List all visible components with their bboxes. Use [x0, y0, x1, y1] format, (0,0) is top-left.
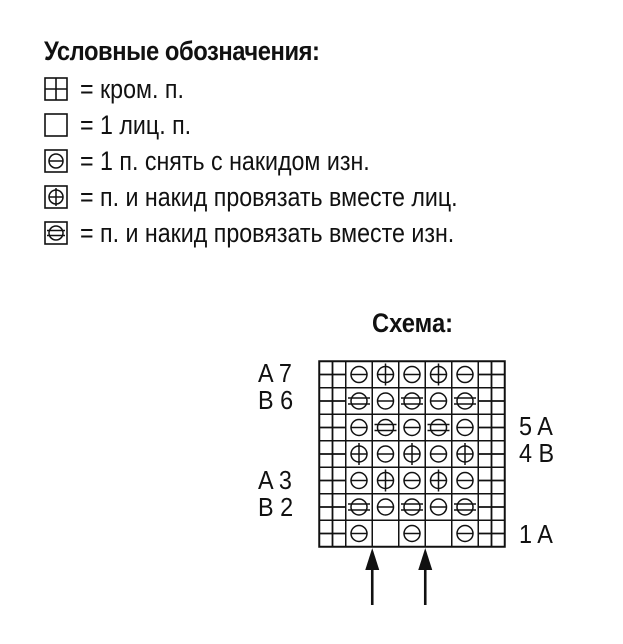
- knit-together-icon: [44, 185, 68, 209]
- grid-cell-edge: [477, 360, 506, 389]
- grid-cell-slip-purl: [451, 466, 479, 495]
- legend-title: Условные обозначения:: [44, 36, 320, 66]
- grid-cell-edge: [318, 493, 347, 521]
- row-label-right: 1 A: [519, 519, 553, 549]
- legend: Условные обозначения: = кром. п. = 1 лиц…: [44, 36, 519, 251]
- grid-cell-slip-purl: [451, 519, 479, 548]
- grid-cell-purl-tog: [451, 493, 479, 521]
- grid-cell-empty: [424, 519, 453, 548]
- edge-stitch-icon: [44, 77, 68, 101]
- legend-item-text: = п. и накид провязать вместе лиц.: [80, 181, 458, 212]
- grid-cell-slip-purl: [398, 466, 426, 495]
- grid-cell-edge: [318, 387, 347, 415]
- grid-cell-knit-tog: [371, 360, 400, 389]
- legend-item-text: = кром. п.: [80, 73, 184, 104]
- grid-cell-edge: [477, 466, 506, 495]
- grid-cell-slip-purl: [345, 466, 373, 495]
- grid-cell-purl-tog: [345, 493, 373, 521]
- grid-cell-edge: [477, 519, 506, 548]
- slip-purl-icon: [44, 149, 68, 173]
- row-label-left: B 6: [258, 385, 294, 415]
- legend-item-text: = 1 п. снять с накидом изн.: [80, 145, 370, 176]
- row-label-left: A 3: [258, 465, 292, 495]
- grid-cell-purl-tog: [398, 493, 426, 521]
- grid-cell-edge: [477, 493, 506, 521]
- grid-cell-slip-purl: [424, 387, 453, 415]
- grid-cell-edge: [477, 387, 506, 415]
- row-label-left: B 2: [258, 492, 294, 522]
- grid-cell-purl-tog: [424, 413, 453, 442]
- grid-cell-knit-tog: [345, 440, 373, 468]
- purl-together-icon: [44, 221, 68, 245]
- legend-item-knit-tog: = п. и накид провязать вместе лиц.: [44, 179, 519, 215]
- grid-cell-edge: [477, 413, 506, 442]
- grid-cell-slip-purl: [424, 493, 453, 521]
- grid-cell-knit-tog: [451, 440, 479, 468]
- grid-cell-edge: [318, 519, 347, 548]
- grid-cell-slip-purl: [398, 413, 426, 442]
- grid-cell-slip-purl: [424, 440, 453, 468]
- row-label-right: 4 B: [519, 438, 555, 468]
- grid-cell-slip-purl: [345, 519, 373, 548]
- legend-item-text: = 1 лиц. п.: [80, 109, 192, 140]
- grid-cell-edge: [318, 413, 347, 442]
- grid-cell-slip-purl: [371, 387, 400, 415]
- grid-cell-slip-purl: [345, 360, 373, 389]
- legend-item-text: = п. и накид провязать вместе изн.: [80, 217, 455, 248]
- repeat-arrow-icon: [365, 548, 380, 605]
- row-label-right: 5 A: [519, 411, 553, 441]
- grid-cell-purl-tog: [371, 413, 400, 442]
- grid-cell-purl-tog: [345, 387, 373, 415]
- grid-cell-slip-purl: [345, 413, 373, 442]
- grid-cell-slip-purl: [371, 493, 400, 521]
- grid-cell-purl-tog: [398, 387, 426, 415]
- grid-cell-slip-purl: [371, 440, 400, 468]
- grid-cell-slip-purl: [451, 413, 479, 442]
- grid-cell-purl-tog: [451, 387, 479, 415]
- repeat-arrows: [365, 548, 433, 605]
- grid-cell-slip-purl: [398, 519, 426, 548]
- grid-cell-knit-tog: [371, 466, 400, 495]
- legend-item-purl-tog: = п. и накид провязать вместе изн.: [44, 215, 519, 251]
- grid-cell-slip-purl: [451, 360, 479, 389]
- grid-cell-knit-tog: [398, 440, 426, 468]
- grid-cell-edge: [318, 466, 347, 495]
- empty-cell-icon: [44, 113, 68, 137]
- grid-cell-edge: [318, 360, 347, 389]
- grid-cell-empty: [371, 519, 400, 548]
- legend-item-slip-purl: = 1 п. снять с накидом изн.: [44, 143, 519, 179]
- grid-cell-knit-tog: [424, 466, 453, 495]
- scheme-title: Схема:: [372, 308, 454, 338]
- grid-cell-slip-purl: [398, 360, 426, 389]
- grid-cell-edge: [318, 440, 347, 468]
- row-label-left: A 7: [258, 358, 292, 388]
- stitch-chart-grid: [318, 360, 506, 548]
- grid-cell-edge: [477, 440, 506, 468]
- repeat-arrow-icon: [418, 548, 433, 605]
- grid-cell-knit-tog: [424, 360, 453, 389]
- legend-item-edge: = кром. п.: [44, 71, 519, 107]
- legend-item-knit: = 1 лиц. п.: [44, 107, 519, 143]
